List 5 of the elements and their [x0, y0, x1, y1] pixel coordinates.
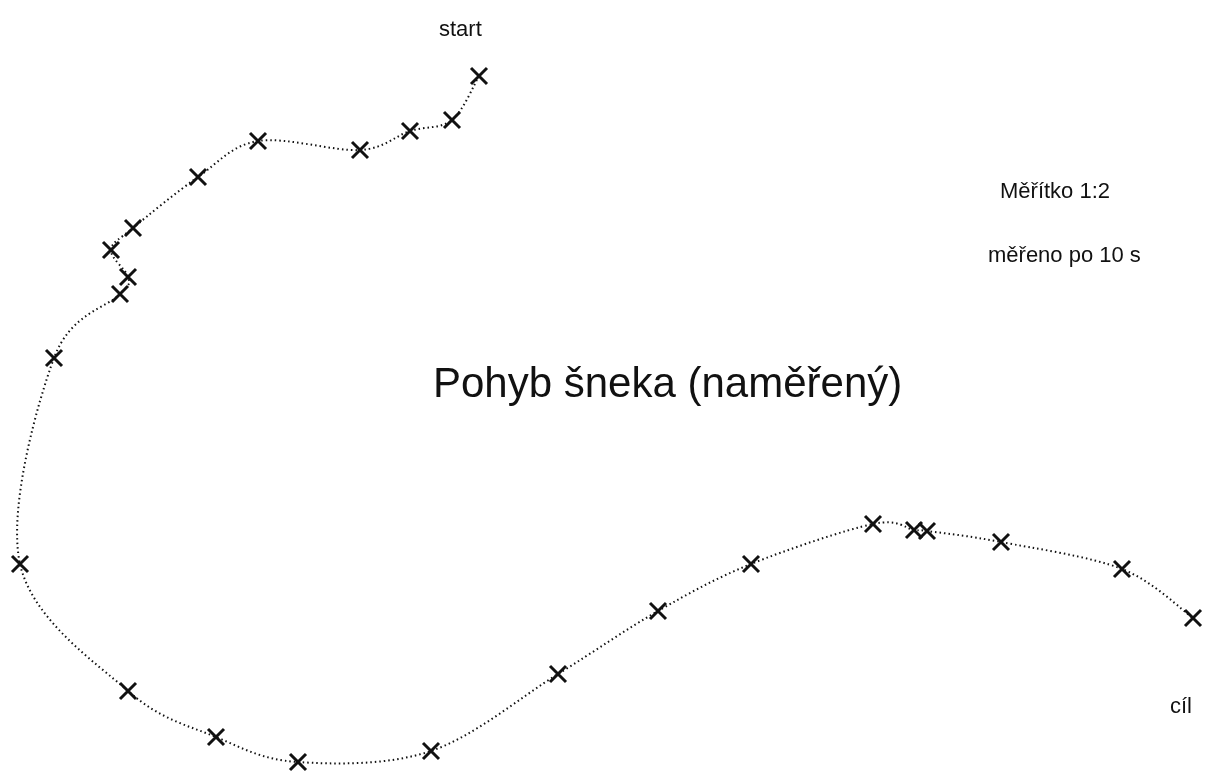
start-label: start — [439, 18, 482, 40]
interval-note: měřeno po 10 s — [988, 244, 1141, 266]
scale-note: Měřítko 1:2 — [1000, 180, 1111, 202]
diagram-title: Pohyb šneka (naměřený) — [433, 362, 903, 404]
finish-label: cíl — [1170, 695, 1192, 717]
